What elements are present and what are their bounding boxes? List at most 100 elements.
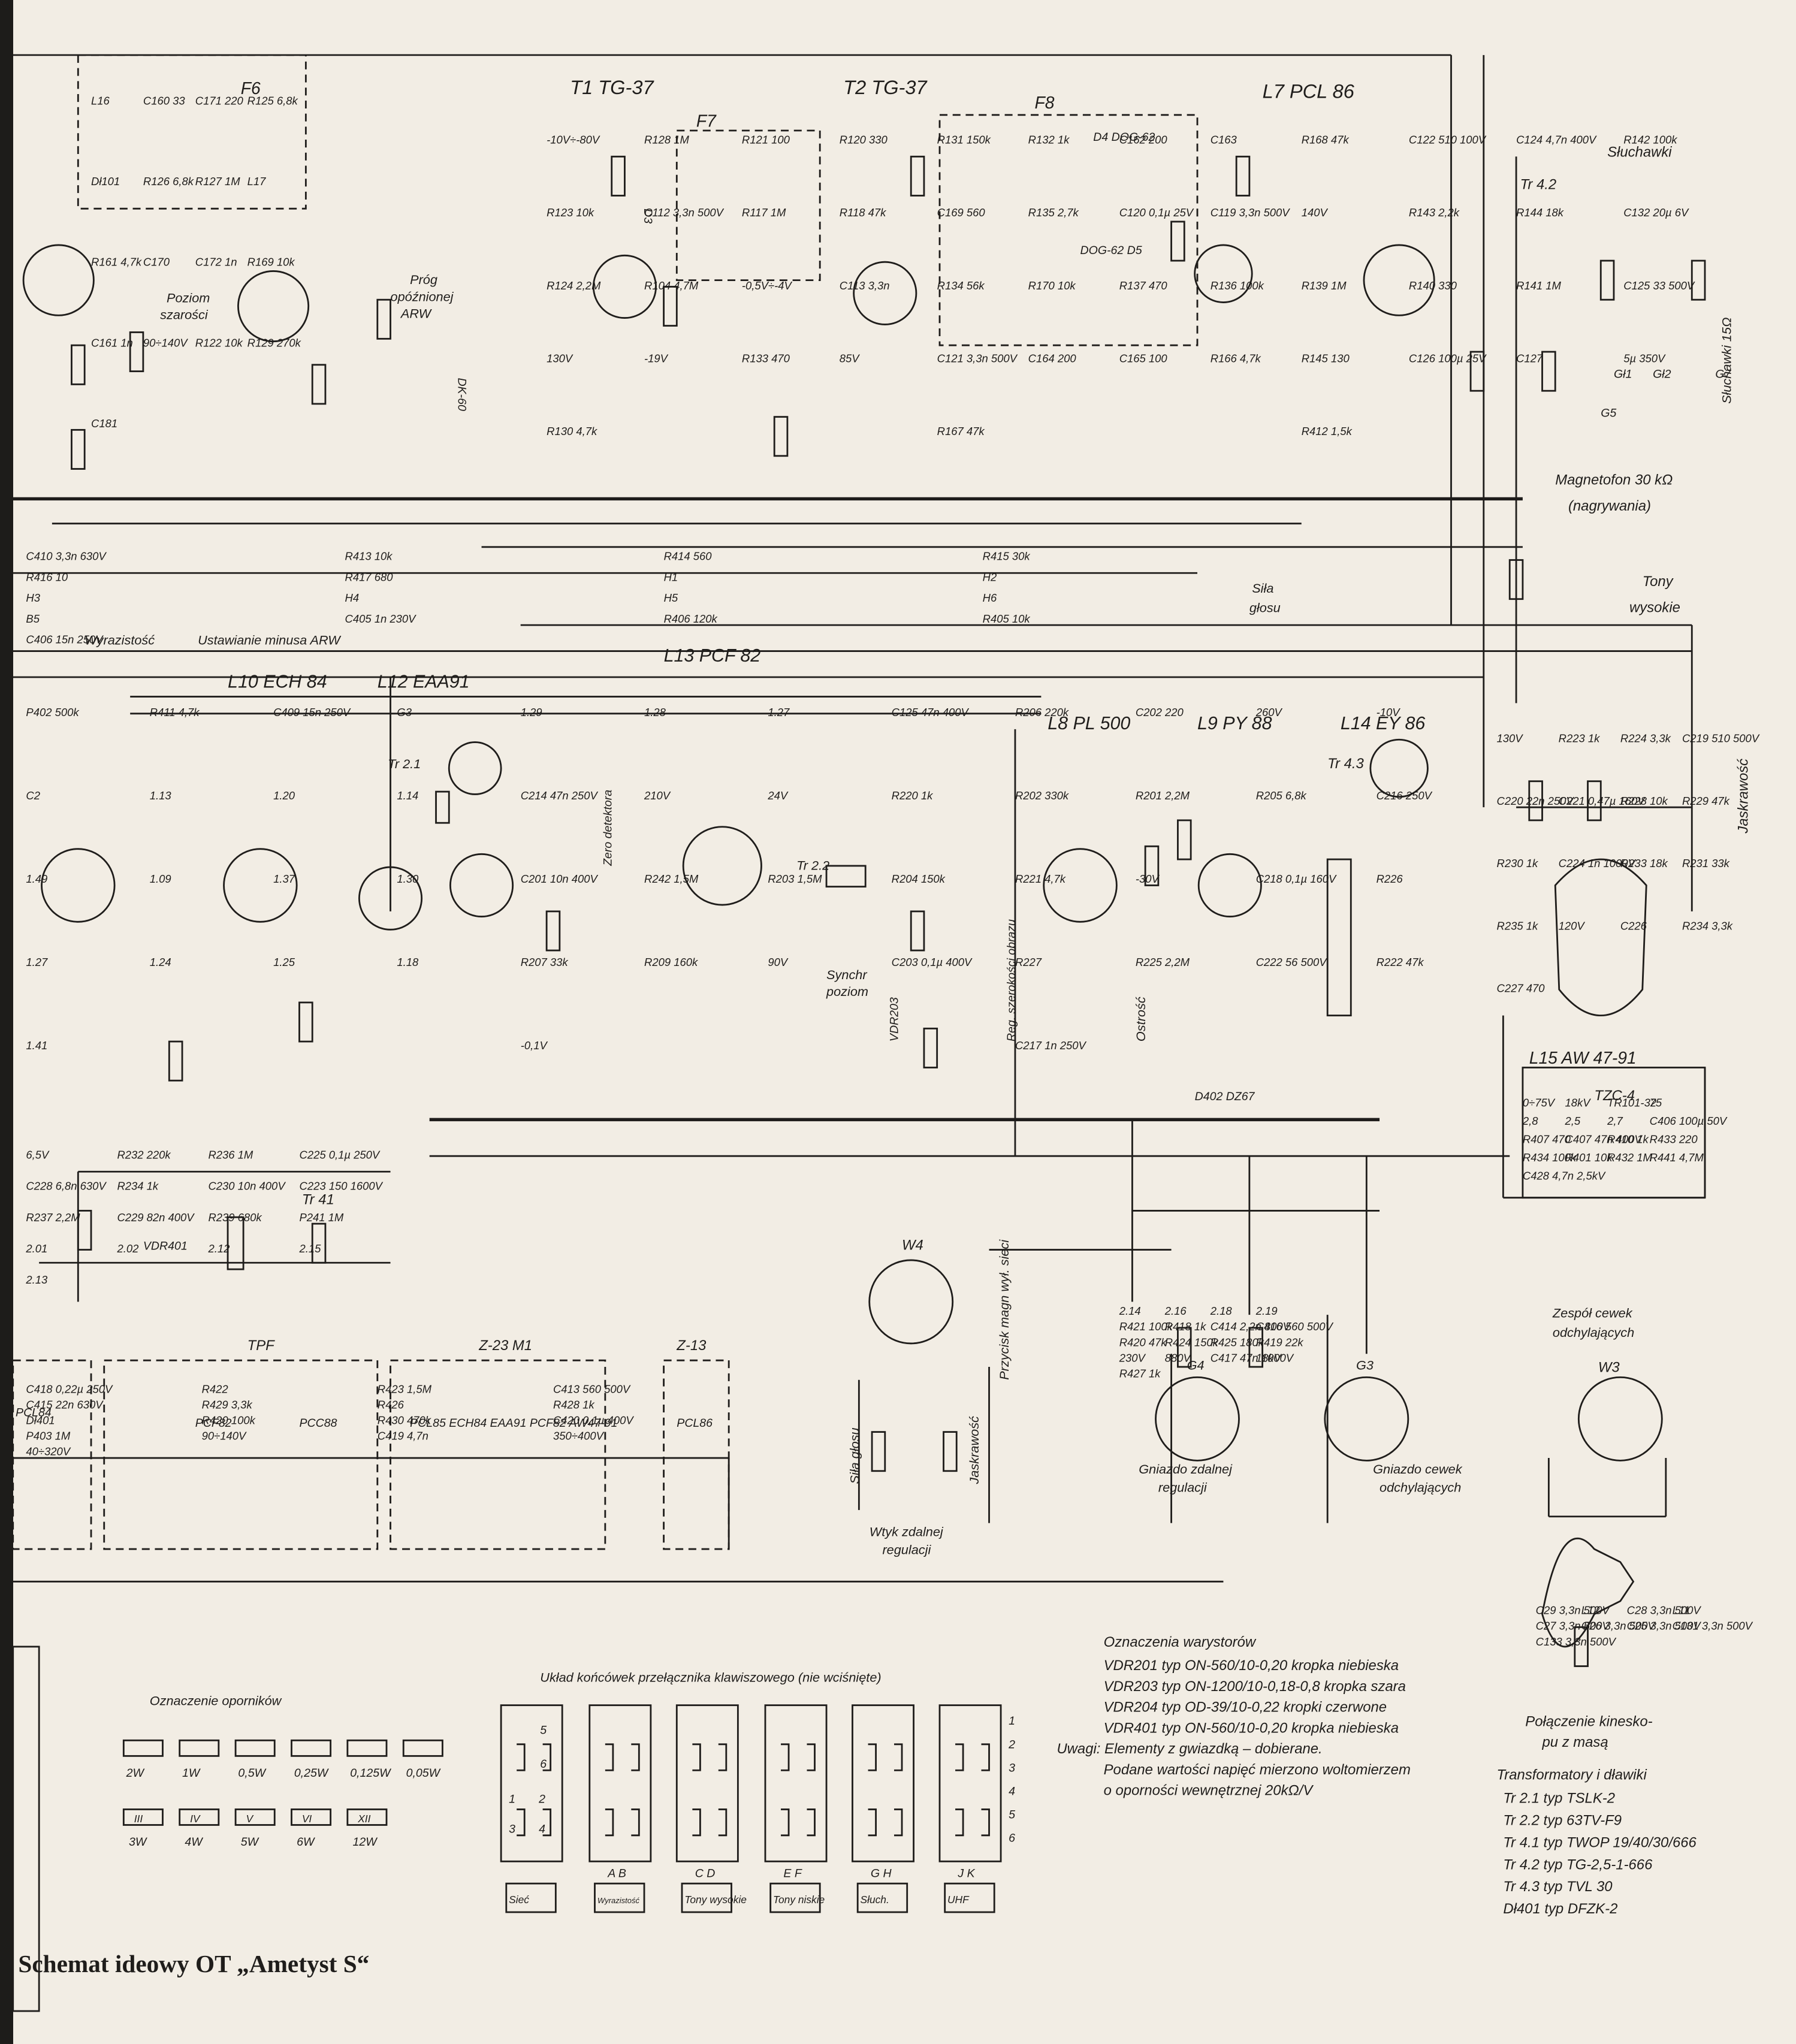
crt-tube [1554,858,1647,1017]
schematic-title: Schemat ideowy OT „Ametyst S“ [18,1950,369,1977]
blocks-l7: L7 PCL 86 [1263,81,1355,102]
component-label: R205 6,8k [1256,789,1307,802]
resistor [1691,259,1706,301]
tube-envelope [22,244,95,316]
resistor-mark: IV [190,1813,201,1825]
component-boxes [12,54,1706,2012]
module-tpf [103,1359,379,1550]
component-label: C171 220 [195,94,244,107]
component-label: R407 470 [1523,1133,1571,1145]
component-label: C406 15n 250V [26,633,104,646]
resistor-symbol [122,1739,164,1757]
controls-synchr-1: Synchr [826,967,867,982]
varistor-note: VDR201 typ ON-560/10-0,20 kropka niebies… [1104,1657,1399,1674]
component-label: C410 3,3n 630V [26,550,107,563]
resistor-mark: XII [357,1813,370,1825]
switch-label: Sieć [509,1894,529,1906]
component-label: R230 1k [1497,857,1538,869]
switch-contact [631,1808,640,1837]
varistor-note: VDR203 typ ON-1200/10-0,18-0,8 kropka sz… [1104,1678,1406,1695]
switch-contact-block [500,1704,563,1862]
component-label: R429 3,3k [202,1399,253,1411]
component-label: C216 250V [1377,789,1433,802]
resistor [1469,351,1485,392]
component-label: R123 10k [547,206,594,219]
tube-envelope [1369,738,1429,798]
blocks-tr22: Tr 2.2 [796,858,829,872]
blocks-f8: F8 [1035,93,1055,112]
resistor [1170,221,1185,262]
switch-label: Tony wysokie [684,1894,747,1906]
component-label: C420 0,1µ 400V [553,1414,634,1427]
blocks-f7: F7 [696,111,717,130]
filter-tubes-pcc88: PCC88 [300,1417,337,1430]
resistor-wattage: 0,125W [350,1767,391,1780]
resistor [1235,155,1251,197]
component-label: R414 560 [664,550,713,563]
component-label: R424 150k [1165,1336,1219,1348]
component-label: 90V [768,956,789,968]
component-label: R428 1k [553,1399,594,1411]
component-label: C230 10n 400V [208,1180,286,1192]
blocks-tr43: Tr 4.3 [1327,756,1364,772]
component-label: 210V [644,789,671,802]
legend-frame [12,1646,40,2012]
controls-zero-det: Zero detektora [602,790,615,866]
controls-jaskrawosc: Jaskrawość [1735,759,1752,834]
switch-contact-block [852,1704,914,1862]
switch-contact [517,1743,526,1771]
component-label: Dł401 [26,1414,55,1427]
switch-contact [718,1743,728,1771]
component-label: C203 0,1µ 400V [892,956,973,968]
component-label: C418 0,22µ 250V [26,1382,113,1395]
component-label: R144 18k [1516,206,1564,219]
controls-gniazdo-cewek-1: Gniazdo cewek [1373,1462,1463,1477]
controls-g5: G5 [1601,407,1616,420]
component-label: R426 [378,1399,405,1411]
component-label: R239 680k [208,1211,262,1224]
component-label: 120V [1559,919,1586,932]
component-label: C416 560 500V [1256,1320,1334,1333]
component-label: R423 1,5M [378,1382,432,1395]
resistor [1599,259,1615,301]
component-label: 2.14 [1119,1305,1141,1317]
controls-zespol-2: odchylających [1553,1325,1634,1340]
component-label: R401 10k [1565,1151,1613,1164]
component-label: -19V [644,352,669,364]
filter-tubes-pcl86: PCL86 [677,1417,713,1430]
controls-g7: G7 [1715,367,1731,381]
blocks-vdr401: VDR401 [143,1240,188,1253]
controls-prog-3: ARW [400,306,433,321]
resistor-mark: VI [302,1813,312,1825]
component-label: 1.29 [521,706,542,718]
controls-magnetofon: Magnetofon 30 kΩ [1555,472,1673,488]
component-label: C428 4,7n 2,5kV [1523,1169,1606,1182]
resistor [376,298,391,340]
component-label: C162 200 [1119,134,1168,146]
switch-contact [517,1808,526,1837]
component-label: R122 10k [195,336,243,349]
component-label: R226 [1377,872,1403,885]
component-label: C163 [1211,134,1237,146]
component-label: R127 1M [195,175,240,188]
component-label: -0,5V÷-4V [742,279,793,292]
resistor-symbol [291,1739,332,1757]
component-label: R117 1M [742,206,786,219]
blocks-vdr203: VDR203 [888,997,901,1041]
switch-contact [692,1808,701,1837]
component-label: 2,7 [1607,1115,1623,1127]
resistor-legend-title: Oznaczenie oporników [150,1693,282,1708]
transformer-core [825,865,867,888]
tube-envelope [237,270,310,343]
resistor-wattage: 0,5W [238,1767,266,1780]
resistor [773,416,789,457]
component-label: R161 4,7k [91,256,142,268]
component-label: 1.27 [26,956,48,968]
controls-reg-szer: Reg. szerokości obrazu [1005,919,1018,1041]
component-label: C223 150 1600V [300,1180,384,1192]
component-label: 130V [547,352,573,364]
component-label: R104 4,7M [644,279,699,292]
component-label: TR101-32 [1607,1097,1656,1109]
component-label: 2.12 [207,1242,230,1255]
